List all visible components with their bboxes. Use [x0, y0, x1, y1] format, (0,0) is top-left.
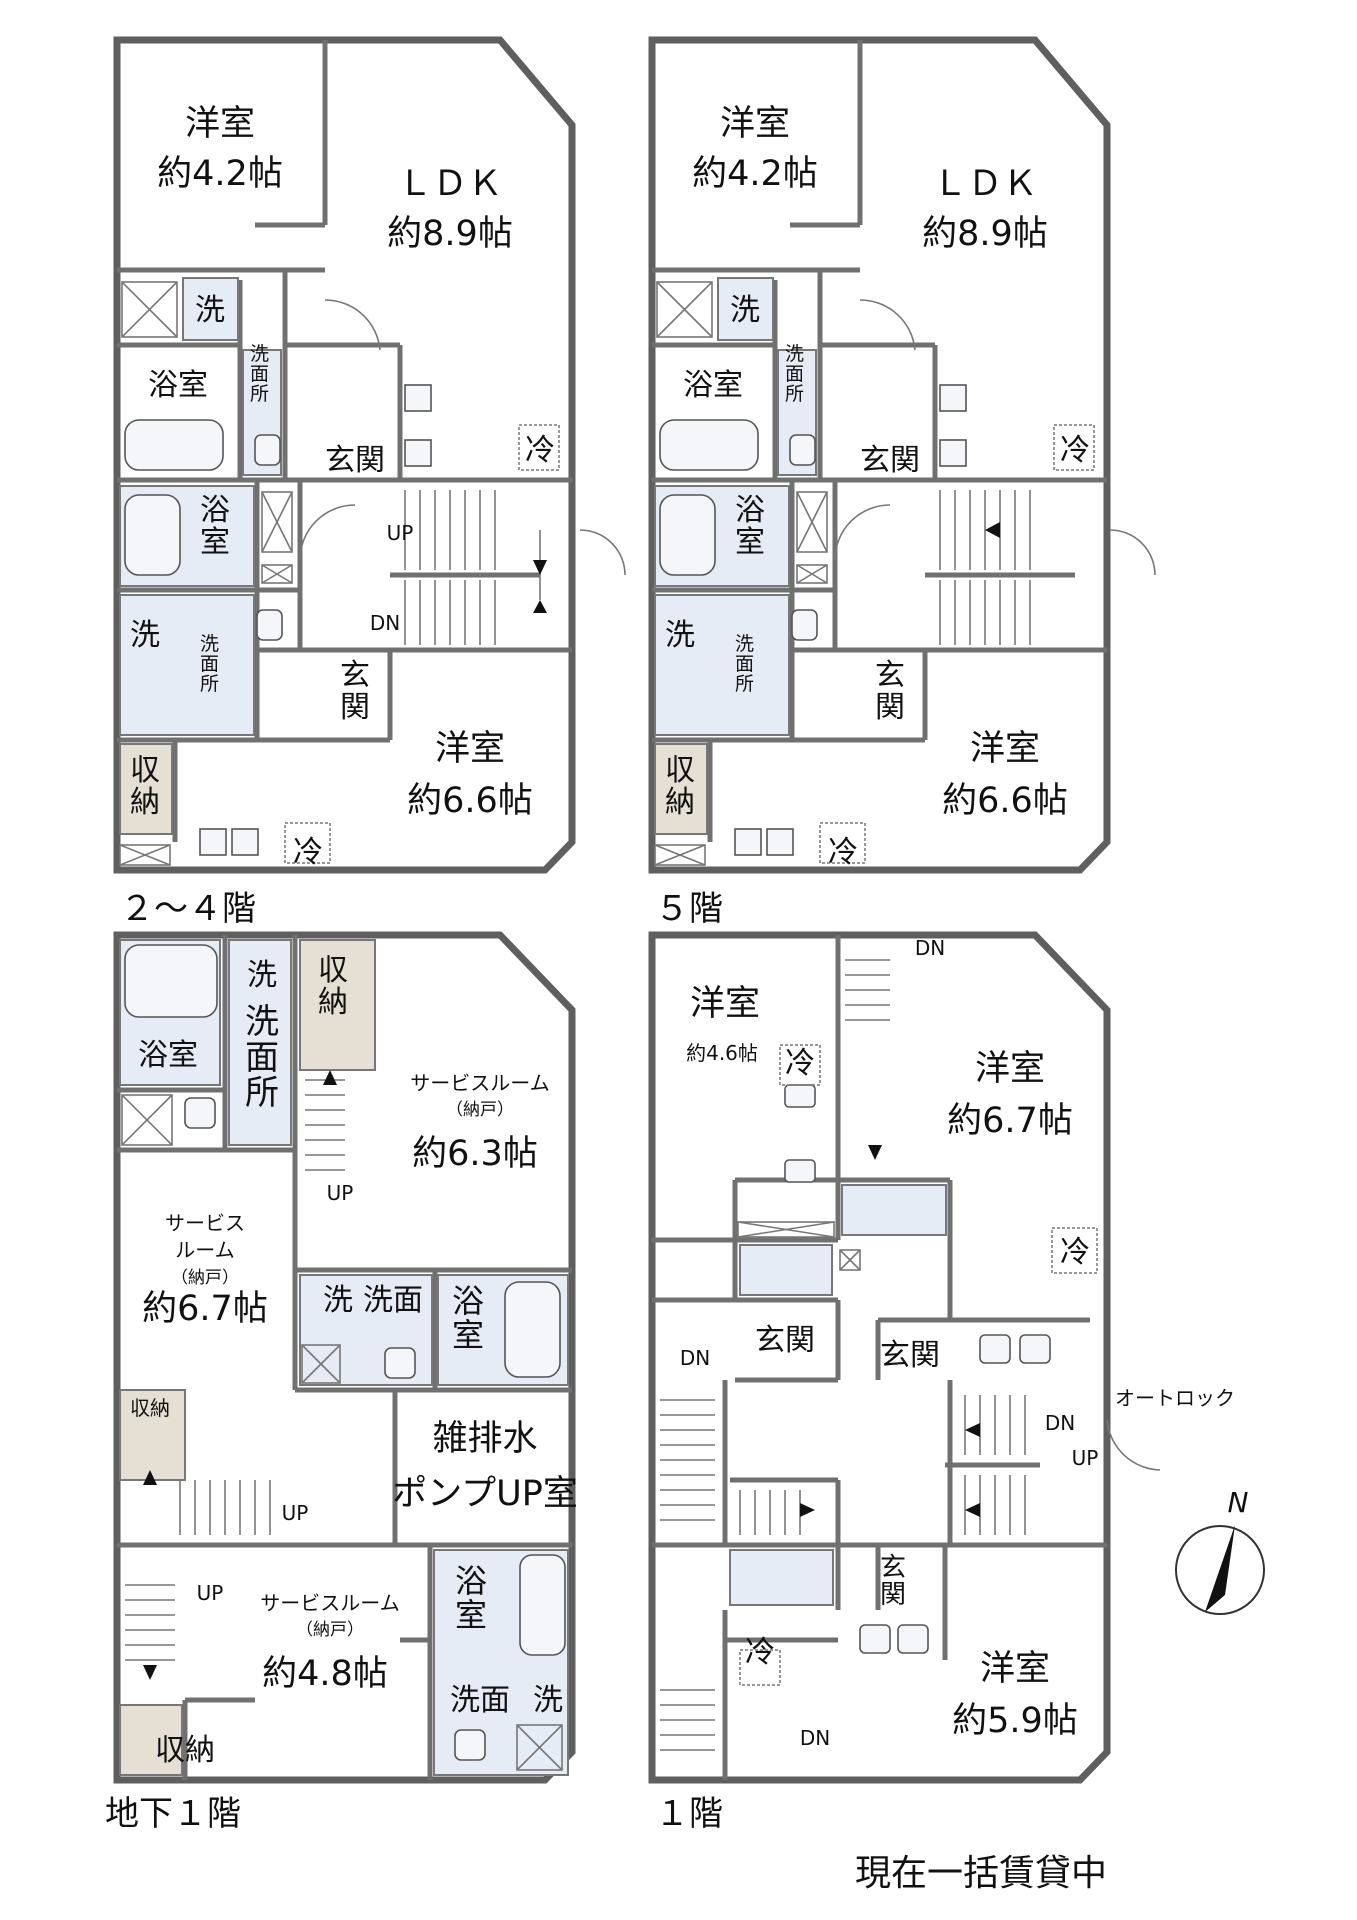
room-sublabel: （納戸） [296, 1620, 364, 1640]
room-label: 雑排水 [432, 1419, 537, 1459]
bathroom-label: 浴室 [148, 368, 208, 403]
washroom-label: 洗面 [450, 1683, 510, 1718]
floor-plan-5 [648, 36, 1156, 874]
entrance-label: 玄関 [880, 1338, 940, 1373]
room-label: サービスルーム [410, 1071, 549, 1095]
room-label: 洋室 [980, 1649, 1050, 1689]
room-size: 約8.9帖 [922, 214, 1048, 254]
fridge-label: 冷 [828, 835, 858, 870]
room-size: 約4.8帖 [262, 1654, 388, 1694]
fridge-label: 冷 [1060, 1235, 1090, 1270]
compass [1175, 1525, 1265, 1615]
entrance-label: 玄 関 [340, 658, 370, 725]
room-label: 洋室 [975, 1049, 1045, 1089]
stairs-up-label: UP [387, 521, 414, 545]
bathroom-label: 浴 室 [452, 1282, 485, 1354]
floor-caption: ２～４階 [120, 889, 256, 929]
stairs-up-label: UP [1072, 1446, 1099, 1470]
floor-plan-2-4 [113, 36, 626, 874]
room-size: 約6.6帖 [942, 781, 1068, 821]
washroom-label: 洗 面 所 [735, 633, 755, 695]
room-label: 洋室 [185, 104, 255, 144]
compass-north-label: N [1228, 1486, 1249, 1519]
room-size: 約4.2帖 [692, 154, 818, 194]
storage-label: 収 納 [318, 953, 348, 1020]
entrance-label: 玄 関 [875, 658, 905, 725]
entrance-label: 玄 関 [880, 1553, 907, 1611]
stairs-down-label: DN [1045, 1411, 1075, 1435]
rental-status-note: 現在一括賃貸中 [855, 1853, 1107, 1894]
entrance-label: 玄関 [325, 443, 385, 478]
room-size: 約6.7帖 [142, 1289, 268, 1329]
room-label: ポンプUP室 [392, 1474, 578, 1514]
room-size: 約6.3帖 [412, 1134, 538, 1174]
autolock-label: オートロック [1115, 1386, 1235, 1410]
fridge-label: 冷 [525, 433, 555, 468]
stairs-up-label: UP [197, 1581, 224, 1605]
laundry-label: 洗 [130, 618, 160, 653]
floor-plan-1 [648, 931, 1161, 1784]
floor-caption: ５階 [655, 889, 723, 929]
room-label: ルーム [175, 1238, 234, 1262]
room-label: 洋室 [970, 729, 1040, 769]
floor-caption: 地下１階 [105, 1794, 241, 1834]
laundry-label: 洗 [323, 1283, 353, 1318]
fridge-label: 冷 [1060, 433, 1090, 468]
stairs-down-label: DN [915, 936, 945, 960]
room-size: 約6.7帖 [947, 1101, 1073, 1141]
bathroom-label: 浴室 [138, 1038, 198, 1073]
washroom-label: 洗面 [363, 1283, 423, 1318]
room-label: サービスルーム [260, 1591, 399, 1615]
room-sublabel: （納戸） [446, 1100, 514, 1120]
laundry-label: 洗 [195, 293, 225, 328]
bathroom-label: 浴 室 [735, 493, 765, 560]
laundry-label: 洗 [665, 618, 695, 653]
laundry-label: 洗 [247, 958, 277, 993]
room-label: ＬＤＫ [397, 164, 502, 204]
room-label: 洋室 [720, 104, 790, 144]
storage-label: 収納 [130, 1396, 170, 1420]
laundry-label: 洗 [533, 1683, 563, 1718]
room-label: サービス [165, 1211, 245, 1235]
room-size: 約5.9帖 [952, 1701, 1078, 1741]
floor-plan-b1 [113, 931, 576, 1784]
stairs-up-label: UP [327, 1181, 354, 1205]
entrance-label: 玄関 [860, 443, 920, 478]
room-label: 洋室 [690, 984, 760, 1024]
stairs-down-label: DN [370, 611, 400, 635]
stairs-down-label: DN [800, 1726, 830, 1750]
room-sublabel: （納戸） [171, 1268, 239, 1288]
bathroom-label: 浴室 [683, 368, 743, 403]
entrance-label: 玄関 [755, 1323, 815, 1358]
fridge-label: 冷 [293, 835, 323, 870]
bathroom-label: 浴 室 [455, 1562, 488, 1634]
room-label: 洋室 [435, 729, 505, 769]
storage-label: 収 納 [665, 753, 695, 820]
storage-label: 収 納 [130, 753, 160, 820]
room-size: 約6.6帖 [407, 781, 533, 821]
washroom-label: 洗 面 所 [785, 343, 805, 405]
stairs-up-label: UP [282, 1501, 309, 1525]
room-size: 約4.6帖 [686, 1041, 758, 1065]
fridge-label: 冷 [745, 1635, 775, 1670]
floor-caption: １階 [655, 1794, 723, 1834]
laundry-label: 洗 [730, 293, 760, 328]
washroom-label: 洗 面 所 [245, 1002, 279, 1114]
bathroom-label: 浴 室 [200, 493, 230, 560]
washroom-label: 洗 面 所 [250, 343, 270, 405]
storage-label: 収納 [155, 1733, 215, 1768]
stairs-down-label: DN [680, 1346, 710, 1370]
washroom-label: 洗 面 所 [200, 633, 220, 695]
room-size: 約8.9帖 [387, 214, 513, 254]
room-label: ＬＤＫ [932, 164, 1037, 204]
room-size: 約4.2帖 [157, 154, 283, 194]
fridge-label: 冷 [785, 1046, 815, 1081]
